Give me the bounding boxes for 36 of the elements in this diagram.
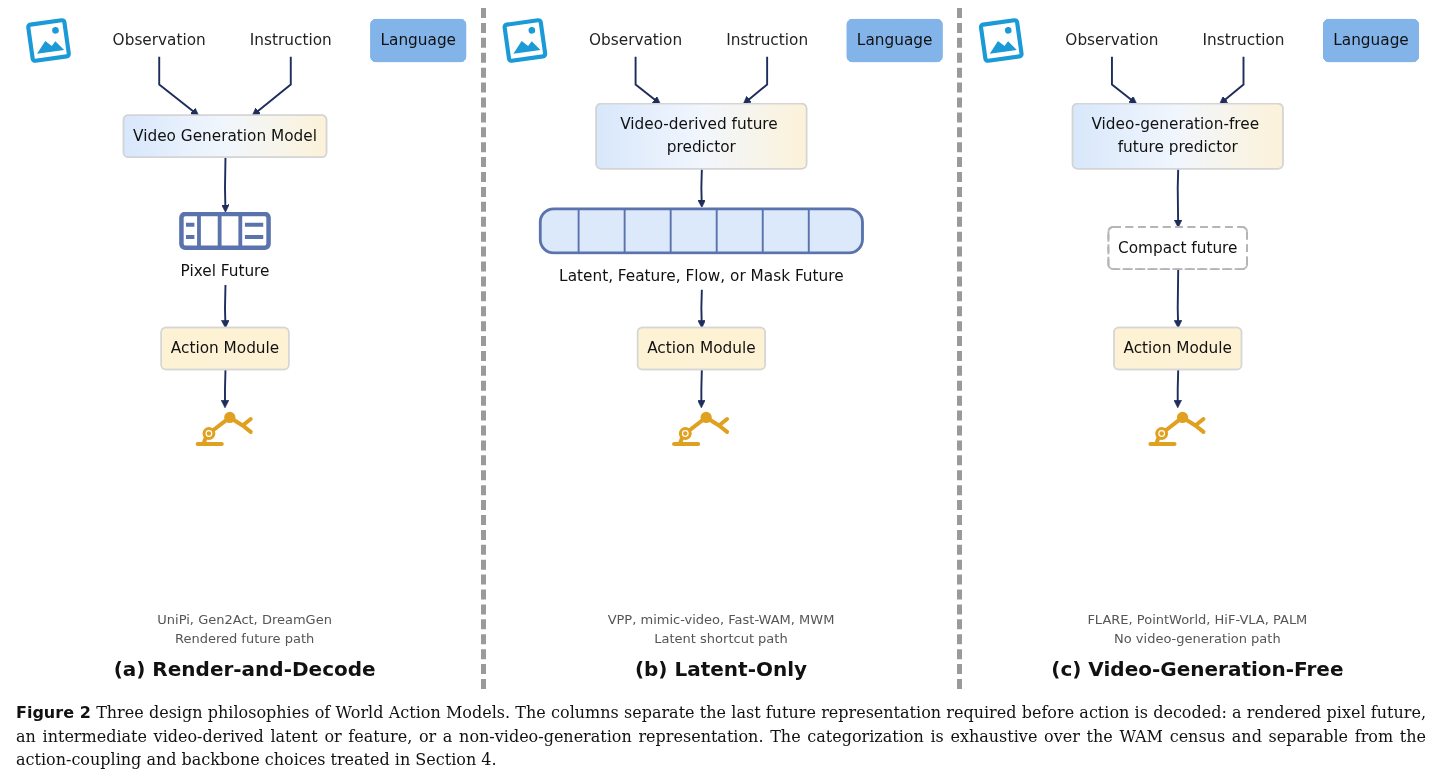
arrow <box>1173 369 1182 409</box>
node-text: Instruction <box>249 30 332 50</box>
node-text: Observation <box>588 30 683 50</box>
panel-title: (b) Latent-Only <box>634 656 808 684</box>
node-text: Instruction <box>726 30 809 50</box>
arrow <box>697 168 706 208</box>
node-picture <box>976 15 1027 66</box>
method-list: FLARE, PointWorld, HiF-VLA, PALM <box>1087 611 1308 631</box>
method-list: UniPi, Gen2Act, DreamGen <box>157 611 332 631</box>
node-label: Pixel Future <box>180 261 270 280</box>
arrow <box>158 55 200 116</box>
arrow <box>697 288 706 329</box>
arrow <box>251 55 292 116</box>
path-note: Latent shortcut path <box>654 630 788 649</box>
arrow <box>1219 55 1245 105</box>
arrow <box>697 369 706 409</box>
arrow <box>742 55 769 105</box>
path-note: No video-generation path <box>1114 630 1281 649</box>
arrow <box>634 55 661 105</box>
node-picture <box>500 15 550 66</box>
arrow <box>1173 168 1183 228</box>
panel-title: (c) Video-Generation-Free <box>1051 656 1344 684</box>
arrow <box>1111 55 1138 105</box>
panel-title: (a) Render-and-Decode <box>113 656 376 684</box>
path-note: Rendered future path <box>175 630 315 649</box>
node-picture <box>23 15 74 66</box>
node-label: Latent, Feature, Flow, or Mask Future <box>559 266 844 285</box>
arrow <box>1173 268 1183 329</box>
node-text: Instruction <box>1202 30 1285 50</box>
arrow <box>221 156 230 213</box>
figure-caption: Figure 2 Three design philosophies of World Action Models. The columns separate the last future representation required before action is decoded: a rendered pixel future, an intermediate video-derived latent or feature, or a non-video-generation representation. The categorization is exhaustive over the WAM census and separable from the action-coupling and backbone choices treated in Section 4. <box>16 702 1426 771</box>
arrow <box>221 283 230 329</box>
method-list: VPP, mimic-video, Fast-WAM, MWM <box>607 611 835 631</box>
node-text: Observation <box>112 30 206 50</box>
node-text: Observation <box>1065 30 1159 50</box>
arrow <box>220 369 230 409</box>
